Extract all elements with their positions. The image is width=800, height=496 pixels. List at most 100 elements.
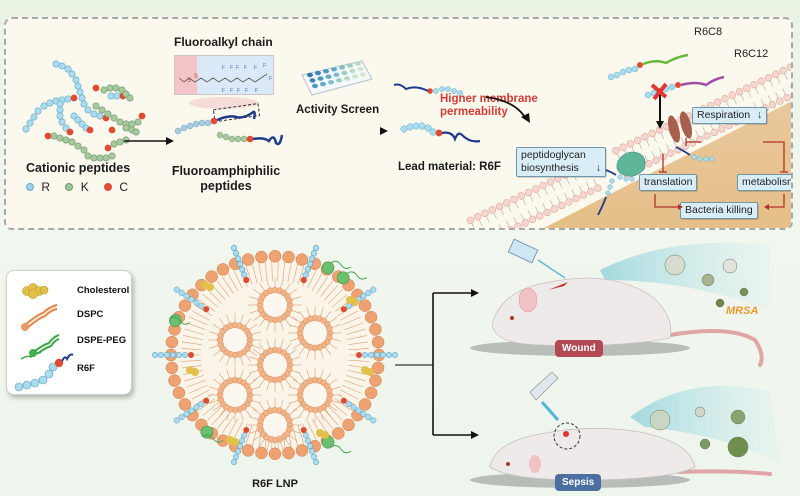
lipid-head	[286, 297, 293, 304]
arginine-label: R	[41, 180, 51, 194]
residue	[40, 102, 48, 110]
lipid-tail	[252, 331, 261, 335]
lipid-tail	[344, 380, 364, 388]
lipid-tail	[311, 273, 323, 292]
lipid-tail	[513, 217, 517, 224]
svg-text:F: F	[222, 65, 225, 71]
lipid-tail	[329, 316, 338, 323]
lipid-head	[645, 160, 653, 168]
lipid-tail	[212, 323, 221, 330]
residue	[629, 176, 635, 182]
lipid-tail	[249, 378, 258, 385]
lipid-head	[524, 188, 533, 197]
r6f-residue	[178, 289, 185, 296]
peg-chain	[202, 434, 224, 443]
arrow-right-icon	[124, 137, 174, 145]
lipid-head	[750, 80, 758, 89]
residue	[623, 176, 629, 182]
legend-r6f-label: R6F	[77, 363, 95, 374]
respiration-label: Respiration	[697, 109, 751, 121]
lipid-tail	[347, 335, 368, 340]
well	[309, 78, 316, 83]
lipid-head	[579, 191, 588, 199]
lipid-tail	[307, 270, 317, 289]
lipid-tail	[316, 416, 328, 434]
lipid-tail	[258, 379, 265, 388]
dspe-peg-icon	[20, 334, 60, 360]
lipid-head	[369, 374, 382, 387]
svg-text:F: F	[244, 65, 247, 71]
lipid-tail	[252, 345, 261, 349]
r6f-residue	[193, 404, 200, 411]
r6f-residue	[183, 410, 190, 417]
residue	[68, 138, 76, 146]
lipid-tail	[209, 345, 218, 349]
lipid-tail	[285, 379, 292, 388]
lipid-tail	[211, 409, 226, 426]
syringe-icon	[529, 371, 559, 401]
residue	[113, 92, 121, 100]
lipid-tail	[249, 370, 258, 374]
permeability-label: Higher membrane permeability	[440, 93, 538, 119]
r6f-residue	[306, 443, 313, 450]
r6f-cysteine	[243, 277, 250, 284]
lipid-tail	[346, 328, 366, 335]
mrsa-bacterium	[694, 406, 706, 418]
lipid-head	[507, 226, 514, 228]
lipid-tail	[653, 135, 657, 143]
lipid-tail	[320, 280, 334, 297]
lipid-head	[286, 357, 293, 364]
lipid-head	[168, 374, 181, 387]
lipid-tail	[202, 402, 219, 416]
r6f-residue	[232, 453, 240, 460]
lipid-head	[364, 386, 378, 400]
down-arrow-icon: ↓	[757, 109, 763, 121]
ear	[529, 455, 541, 473]
r6f-residue	[181, 351, 189, 359]
lipid-tail	[762, 83, 766, 91]
fluoro-tail	[597, 196, 607, 216]
lipid-head	[358, 299, 372, 312]
lipid-tail	[245, 317, 252, 326]
lipid-tail	[346, 375, 366, 382]
dropper-bottle-icon	[507, 238, 539, 264]
lipid-tail	[222, 276, 234, 294]
r6f-residue	[308, 448, 315, 455]
lipid-head	[514, 222, 522, 228]
lipid-tail	[709, 123, 714, 130]
lipid-tail	[198, 299, 216, 312]
lipid-head	[282, 446, 295, 460]
peptidoglycan-line1: peptidoglycan	[521, 149, 586, 161]
lipid-tail	[292, 378, 301, 385]
lipid-tail	[266, 399, 270, 408]
lipid-head	[703, 132, 711, 140]
residue	[30, 113, 38, 121]
lipid-tail	[775, 91, 779, 99]
r6f-residue	[157, 351, 165, 359]
residue	[56, 106, 64, 114]
lipid-tail	[209, 386, 218, 390]
lipid-head	[786, 63, 791, 71]
lipid-head	[364, 310, 378, 324]
residue	[439, 86, 445, 92]
lipid-tail	[258, 439, 265, 448]
r6f-residue	[188, 407, 195, 414]
lipid-head	[517, 192, 526, 200]
r6f-residue	[312, 459, 320, 466]
lipid-tail	[285, 282, 292, 291]
lipid-tail	[564, 192, 568, 200]
residue	[26, 119, 34, 127]
residue	[92, 102, 100, 110]
lipid-tail	[551, 184, 556, 192]
svg-text:F: F	[237, 88, 240, 94]
lipid-head	[371, 361, 385, 375]
r6f-residue	[306, 260, 313, 267]
lipid-head	[369, 323, 382, 336]
lipid-tail	[191, 310, 210, 321]
mrsa-bacterium	[701, 273, 715, 287]
cysteine-residue	[66, 128, 74, 136]
lipid-tail	[506, 220, 510, 228]
lipid-tail	[740, 94, 745, 101]
lipid-head	[510, 195, 518, 204]
r6f-residue	[169, 351, 177, 359]
